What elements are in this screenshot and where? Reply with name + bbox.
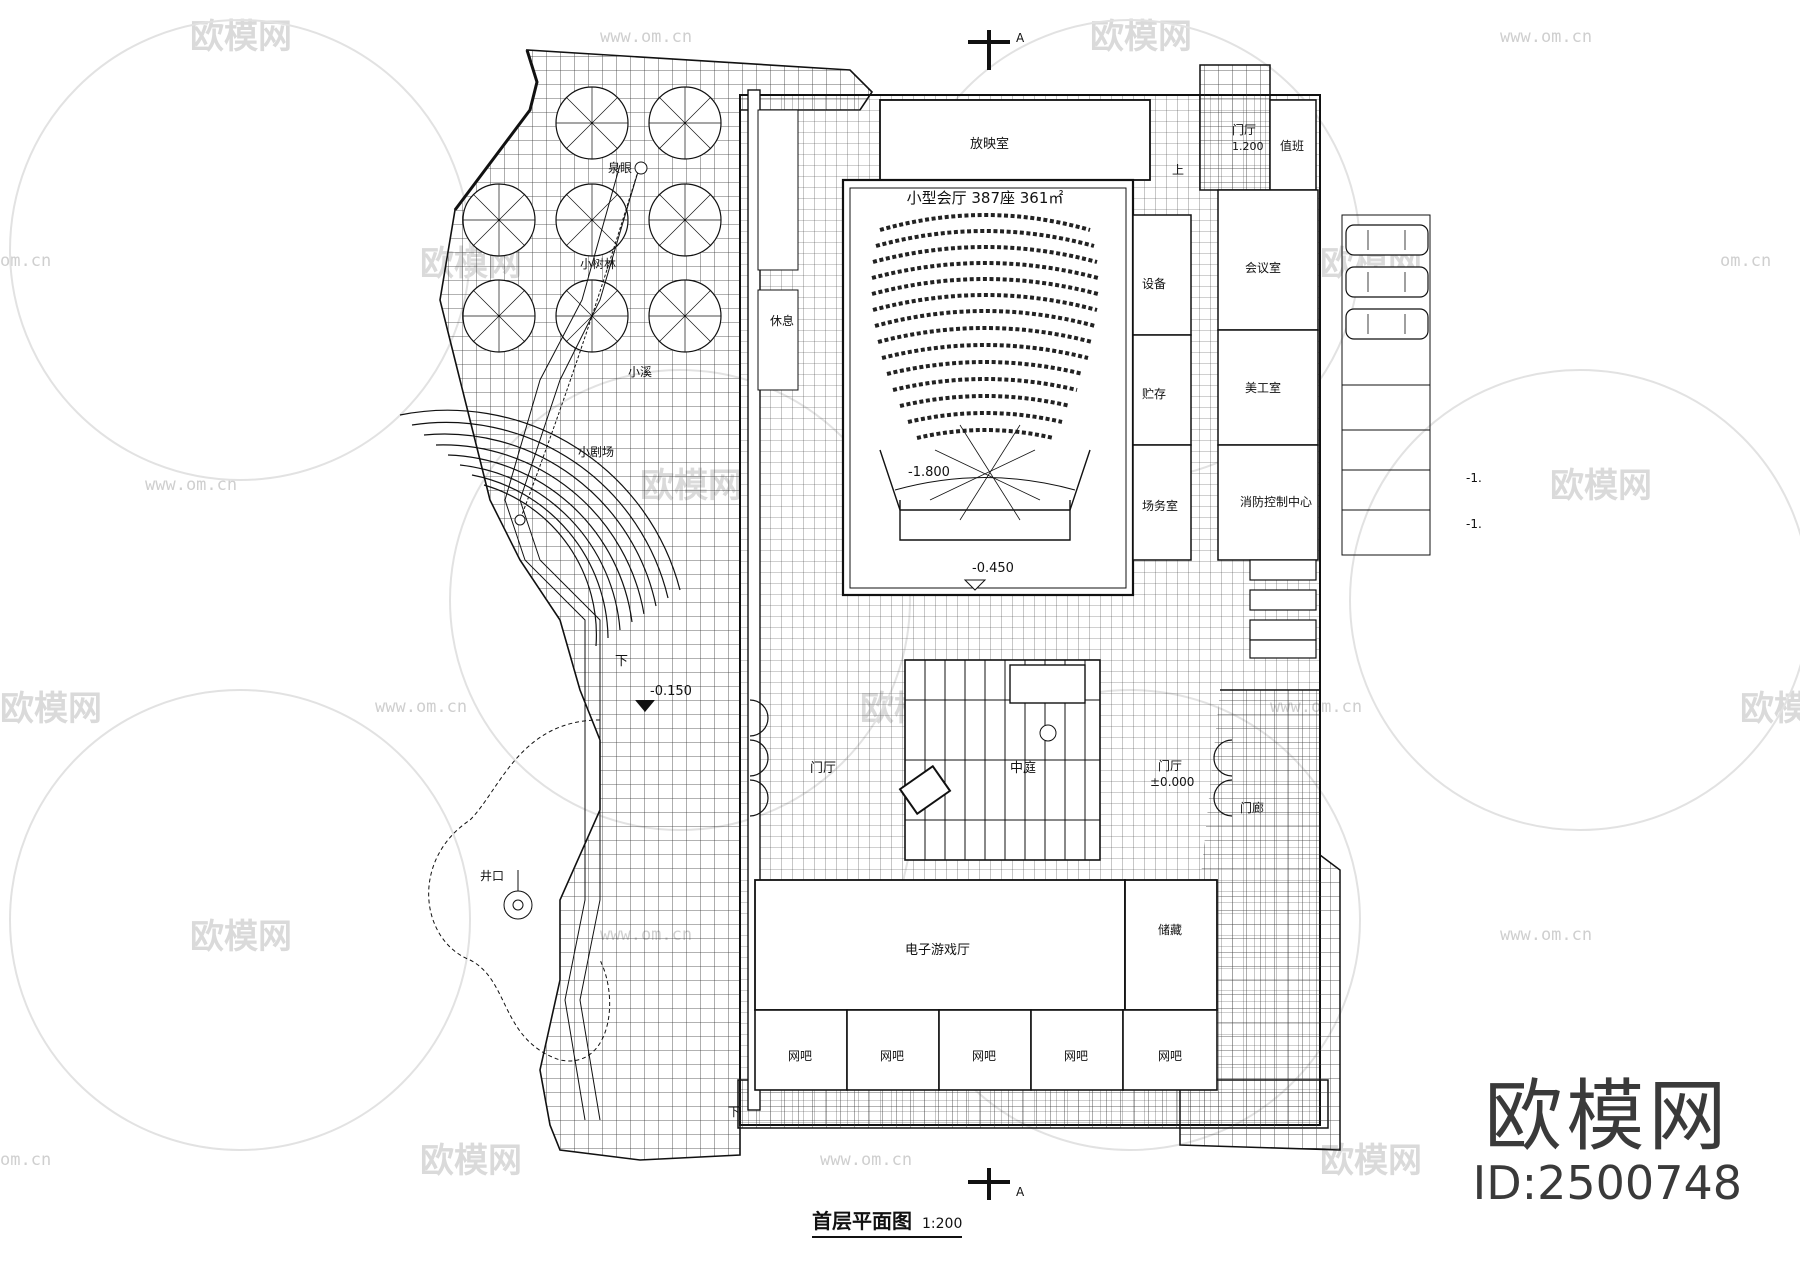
room-label-equipment: 设备 <box>1142 277 1166 291</box>
parking-lot: -1. -1. <box>1341 214 1482 556</box>
drawing-caption: 首层平面图 1:200 <box>812 1205 963 1238</box>
room-label-hall: 小型会厅 387座 361㎡ <box>907 189 1064 207</box>
watermark-url: om.cn <box>0 1150 51 1170</box>
room-label-bar: 网吧 <box>788 1049 812 1063</box>
level-stage-front: -0.450 <box>972 561 1014 576</box>
room-label-game-hall: 电子游戏厅 <box>905 943 970 958</box>
watermark-url: www.om.cn <box>1500 925 1592 945</box>
room-label-reception: 门厅 <box>1232 122 1256 137</box>
room-label-art: 美工室 <box>1245 380 1281 395</box>
room-label-bar: 网吧 <box>1064 1049 1088 1063</box>
room-label-fire-control: 消防控制中心 <box>1240 494 1312 509</box>
stair-arrow-up: 上 <box>1172 163 1184 177</box>
room-label-atrium: 中庭 <box>1010 760 1036 776</box>
car-icon <box>1345 224 1429 340</box>
room-label-bar: 网吧 <box>1158 1049 1182 1063</box>
corridor-seating <box>757 109 799 391</box>
brand-block: 欧模网 ID:2500748 <box>1473 1078 1742 1211</box>
watermark-logo: 欧模网 <box>1550 466 1652 506</box>
watermark-url: om.cn <box>1720 251 1771 271</box>
label-fountain: 泉眼 <box>608 161 632 175</box>
level-stage-pit: -1.800 <box>908 465 950 480</box>
caption-title: 首层平面图 <box>812 1209 912 1233</box>
label-small-garden: 小树林 <box>580 256 616 271</box>
garden-labels: 泉眼 小树林 小溪 小剧场 井口 <box>480 161 652 883</box>
label-small-theater: 小剧场 <box>578 445 614 459</box>
section-marker-top <box>968 30 1010 70</box>
level-side-2: -1. <box>1466 517 1482 531</box>
garden-zone <box>399 49 874 1161</box>
watermark-url: www.om.cn <box>820 1150 912 1170</box>
watermark-logo: 欧模网 <box>190 917 292 957</box>
game-hall: 电子游戏厅 储藏 <box>754 879 1218 1011</box>
label-well: 井口 <box>480 869 504 883</box>
room-label-storeroom: 储藏 <box>1158 922 1182 937</box>
watermark-logo: 欧模网 <box>0 689 102 729</box>
watermark-url: www.om.cn <box>1500 27 1592 47</box>
caption-scale: 1:200 <box>922 1216 963 1232</box>
watermark-url: om.cn <box>0 251 51 271</box>
room-label-bar: 网吧 <box>880 1049 904 1063</box>
atrium: 中庭 <box>898 659 1101 861</box>
section-label-top: A <box>1016 31 1025 45</box>
watermark-logo: 欧模网 <box>190 17 292 57</box>
section-marker-bottom <box>968 1168 1010 1200</box>
room-label-lobby-left: 门厅 <box>810 761 836 776</box>
watermark-url: www.om.cn <box>145 475 237 495</box>
label-stream: 小溪 <box>628 365 652 379</box>
office-rooms: 会议室 美工室 消防控制中心 <box>1217 189 1319 659</box>
service-rooms: 设备 贮存 场务室 <box>1132 214 1192 561</box>
stair-arrow-down: 下 <box>728 1105 740 1119</box>
entrance-block: 门厅 1.200 值班 上 <box>1172 64 1317 191</box>
room-label-duty: 值班 <box>1280 138 1304 153</box>
level-side-1: -1. <box>1466 471 1482 485</box>
brand-name: 欧模网 <box>1484 1072 1731 1162</box>
level-reception: 1.200 <box>1232 140 1264 153</box>
watermark-url: www.om.cn <box>600 27 692 47</box>
section-label-bottom: A <box>1016 1185 1025 1199</box>
room-label-storage: 贮存 <box>1142 386 1166 401</box>
room-label-vestibule: 门廊 <box>1240 800 1264 815</box>
room-label-lobby-right: 门厅 <box>1158 758 1182 773</box>
stair-arrow-down: 下 <box>615 654 628 669</box>
lobbies: 门厅 门厅 ±0.000 门廊 下 -0.150 <box>615 654 1264 817</box>
internet-bars: 网吧 网吧 网吧 网吧 网吧 下 <box>728 1009 1218 1119</box>
level-plaza: -0.150 <box>650 684 692 699</box>
room-label-bar: 网吧 <box>972 1049 996 1063</box>
projection-room: 放映室 <box>879 99 1151 181</box>
room-label-resting: 休息 <box>770 313 794 328</box>
watermark-logo: 欧模网 <box>420 1141 522 1181</box>
level-lobby-right: ±0.000 <box>1150 775 1194 789</box>
room-label-projection: 放映室 <box>970 136 1009 152</box>
amphitheater <box>399 409 681 647</box>
watermark-logo: 欧模网 <box>1090 17 1192 57</box>
room-label-conference: 会议室 <box>1245 260 1281 275</box>
watermark-url: www.om.cn <box>375 697 467 717</box>
auditorium: 小型会厅 387座 361㎡ -1.800 -0.4 <box>841 178 1135 597</box>
watermark-logo: 欧模网 <box>1740 689 1800 729</box>
brand-id: ID:2500748 <box>1472 1156 1742 1210</box>
room-label-stage-manager: 场务室 <box>1142 498 1178 513</box>
